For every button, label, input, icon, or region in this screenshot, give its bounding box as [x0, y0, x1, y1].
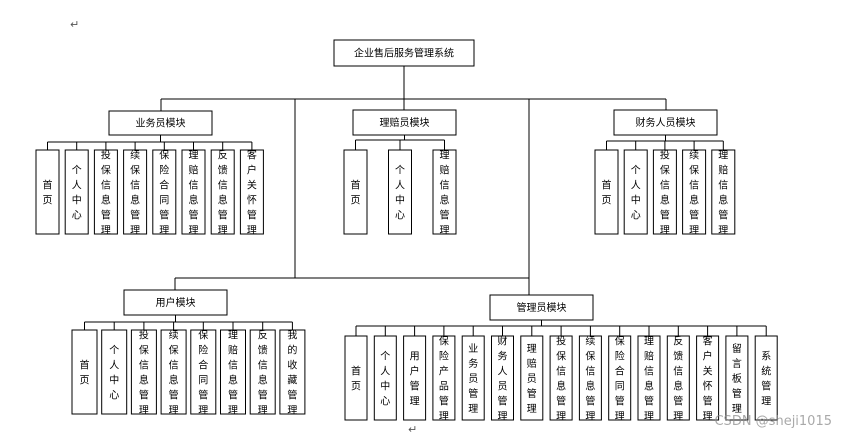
module-salesman-child-4-label: 保险合同管理 [159, 149, 169, 237]
module-user-child-4-label: 保险合同管理 [198, 329, 208, 417]
module-salesman-child-7-box [239, 149, 264, 235]
module-user-child-4-box [190, 329, 217, 415]
module-salesman-child-5-label: 理赔信息管理 [189, 150, 199, 237]
module-salesman-child-7-label: 客户关怀管理 [247, 149, 257, 237]
module-user-child-1-label: 个人中心 [109, 345, 119, 402]
module-claims-child-2-box [432, 149, 457, 235]
module-salesman-child-1-box [64, 149, 89, 235]
module-finance-child-4-label: 理赔信息管理 [718, 150, 728, 237]
module-admin-label: 管理员模块 [517, 301, 567, 314]
module-salesman-box [108, 110, 213, 136]
module-admin-child-1-label: 个人中心 [380, 351, 390, 408]
module-finance-child-3-box [682, 149, 707, 235]
module-user-child-6-label: 反馈信息管理 [258, 330, 268, 417]
module-user-child-0-box [71, 329, 98, 415]
module-finance-label: 财务人员模块 [636, 116, 696, 129]
paragraph-mark-top: ↵ [70, 18, 80, 31]
module-user-child-3-box [160, 329, 187, 415]
module-user-child-2-label: 投保信息管理 [139, 329, 149, 417]
module-admin-child-11-label: 反馈信息管理 [673, 336, 683, 423]
module-claims-child-1-box [388, 149, 412, 235]
module-user-box [123, 289, 228, 316]
module-admin-child-10-box [637, 335, 661, 421]
module-finance-child-0-label: 首页 [602, 179, 612, 207]
module-admin-child-2-label: 用户管理 [410, 352, 420, 408]
module-admin-child-6-box [520, 335, 544, 421]
module-admin-child-9-box [608, 335, 632, 421]
module-finance-child-1-label: 个人中心 [631, 165, 641, 222]
module-admin-child-14-box [754, 335, 778, 421]
module-user-child-7-label: 我的收藏管理 [287, 330, 297, 417]
module-finance-box [613, 109, 718, 136]
module-admin-child-5-label: 财务人员管理 [498, 335, 508, 423]
module-user-child-6-box [249, 329, 276, 415]
module-user-child-5-box [220, 329, 246, 415]
module-admin-child-8-label: 续保信息管理 [585, 335, 595, 423]
module-salesman-child-5-box [181, 149, 206, 235]
module-user-child-5-label: 理赔信息管理 [228, 330, 238, 417]
module-admin-child-13-box [725, 335, 749, 421]
module-finance-child-2-box [652, 149, 677, 235]
module-admin-child-13-label: 留言板管理 [732, 342, 742, 415]
module-admin-box [489, 294, 594, 321]
module-admin-child-1-box [373, 335, 397, 421]
module-salesman-child-6-box [210, 149, 235, 235]
module-salesman-label: 业务员模块 [136, 117, 186, 130]
root-node-label: 企业售后服务管理系统 [354, 47, 454, 60]
module-user-child-1-box [101, 329, 128, 415]
module-finance-child-0-box [594, 149, 619, 235]
module-salesman-child-3-box [123, 149, 148, 235]
module-finance-child-2-label: 投保信息管理 [660, 149, 670, 237]
module-user-child-7-box [279, 329, 306, 415]
module-admin-child-6-label: 理赔员管理 [527, 343, 537, 415]
module-claims-child-2-label: 理赔信息管理 [440, 150, 450, 237]
module-claims-child-0-label: 首页 [351, 179, 361, 207]
module-user-child-3-label: 续保信息管理 [169, 329, 179, 417]
module-salesman-child-1-label: 个人中心 [72, 165, 82, 222]
module-admin-child-11-box [666, 335, 690, 421]
module-claims-label: 理赔员模块 [380, 116, 430, 129]
module-salesman-child-2-label: 投保信息管理 [101, 149, 111, 237]
paragraph-mark-bottom: ↵ [408, 423, 418, 436]
module-claims-box [352, 109, 457, 136]
module-admin-child-5-box [491, 335, 514, 421]
module-admin-child-4-label: 业务员管理 [468, 343, 478, 415]
module-admin-child-0-box [344, 335, 368, 421]
watermark: CSDN @sheji1015 [714, 414, 832, 429]
module-user-child-2-box [130, 329, 157, 415]
module-salesman-child-3-label: 续保信息管理 [130, 149, 140, 237]
module-user-child-0-label: 首页 [80, 359, 90, 387]
module-admin-child-3-label: 保险产品管理 [439, 335, 449, 423]
module-finance-child-4-box [711, 149, 736, 235]
module-admin-child-2-box [403, 335, 427, 421]
module-claims-child-1-label: 个人中心 [395, 165, 405, 222]
module-admin-child-4-box [461, 335, 485, 421]
module-admin-child-12-label: 客户关怀管理 [703, 335, 713, 423]
module-claims-child-0-box [343, 149, 368, 235]
module-admin-child-7-label: 投保信息管理 [556, 335, 566, 423]
module-salesman-child-6-label: 反馈信息管理 [218, 150, 228, 237]
module-admin-child-14-label: 系统管理 [761, 351, 771, 408]
module-user-label: 用户模块 [156, 296, 196, 309]
module-finance-child-3-label: 续保信息管理 [689, 149, 699, 237]
module-admin-child-10-label: 理赔信息管理 [644, 336, 654, 423]
module-finance-child-1-box [623, 149, 648, 235]
module-admin-child-7-box [549, 335, 573, 421]
module-salesman-child-0-label: 首页 [43, 179, 53, 207]
module-admin-child-9-label: 保险合同管理 [615, 335, 625, 423]
module-salesman-child-4-box [152, 149, 177, 235]
root-node-box [333, 39, 475, 67]
module-admin-child-0-label: 首页 [351, 365, 361, 393]
module-admin-child-3-box [432, 335, 456, 421]
module-admin-child-12-box [696, 335, 720, 421]
module-admin-child-8-box [578, 335, 602, 421]
module-salesman-child-2-box [93, 149, 118, 235]
module-salesman-child-0-box [35, 149, 60, 235]
